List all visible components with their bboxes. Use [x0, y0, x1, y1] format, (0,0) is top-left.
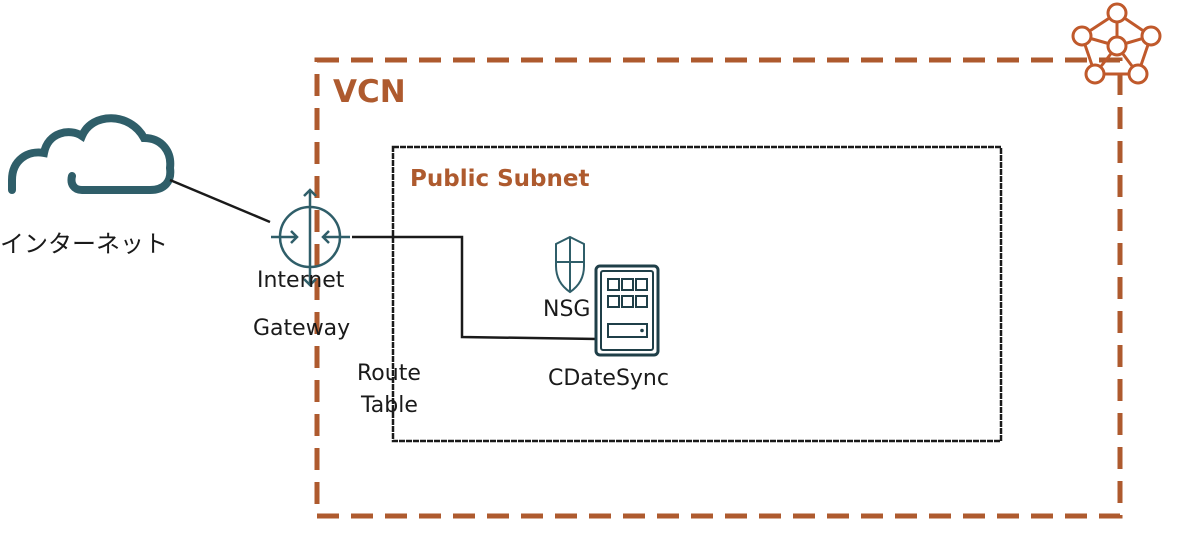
- internet-gateway-icon: [271, 188, 350, 287]
- route-table-label-line1: Route: [357, 361, 421, 386]
- shield-icon: [555, 235, 585, 294]
- gateway-to-instance-route: [352, 235, 599, 341]
- cloud-icon: [7, 114, 175, 194]
- vcn-label: VCN: [333, 74, 406, 110]
- vcn-boundary: [314, 57, 1123, 519]
- gateway-label-line2: Gateway: [253, 316, 351, 341]
- nsg-label: NSG: [543, 297, 591, 322]
- instance-label: CDateSync: [548, 366, 669, 391]
- internet-to-gateway-line: [169, 178, 271, 224]
- internet-label: インターネット: [0, 230, 168, 258]
- subnet-boundary: [391, 145, 1003, 443]
- vcn-network-icon: [1071, 2, 1162, 85]
- compute-instance-icon: [594, 264, 660, 357]
- subnet-label: Public Subnet: [410, 166, 590, 192]
- route-table-label-line2: Table: [361, 393, 418, 418]
- gateway-label-line1: Internet: [257, 268, 345, 293]
